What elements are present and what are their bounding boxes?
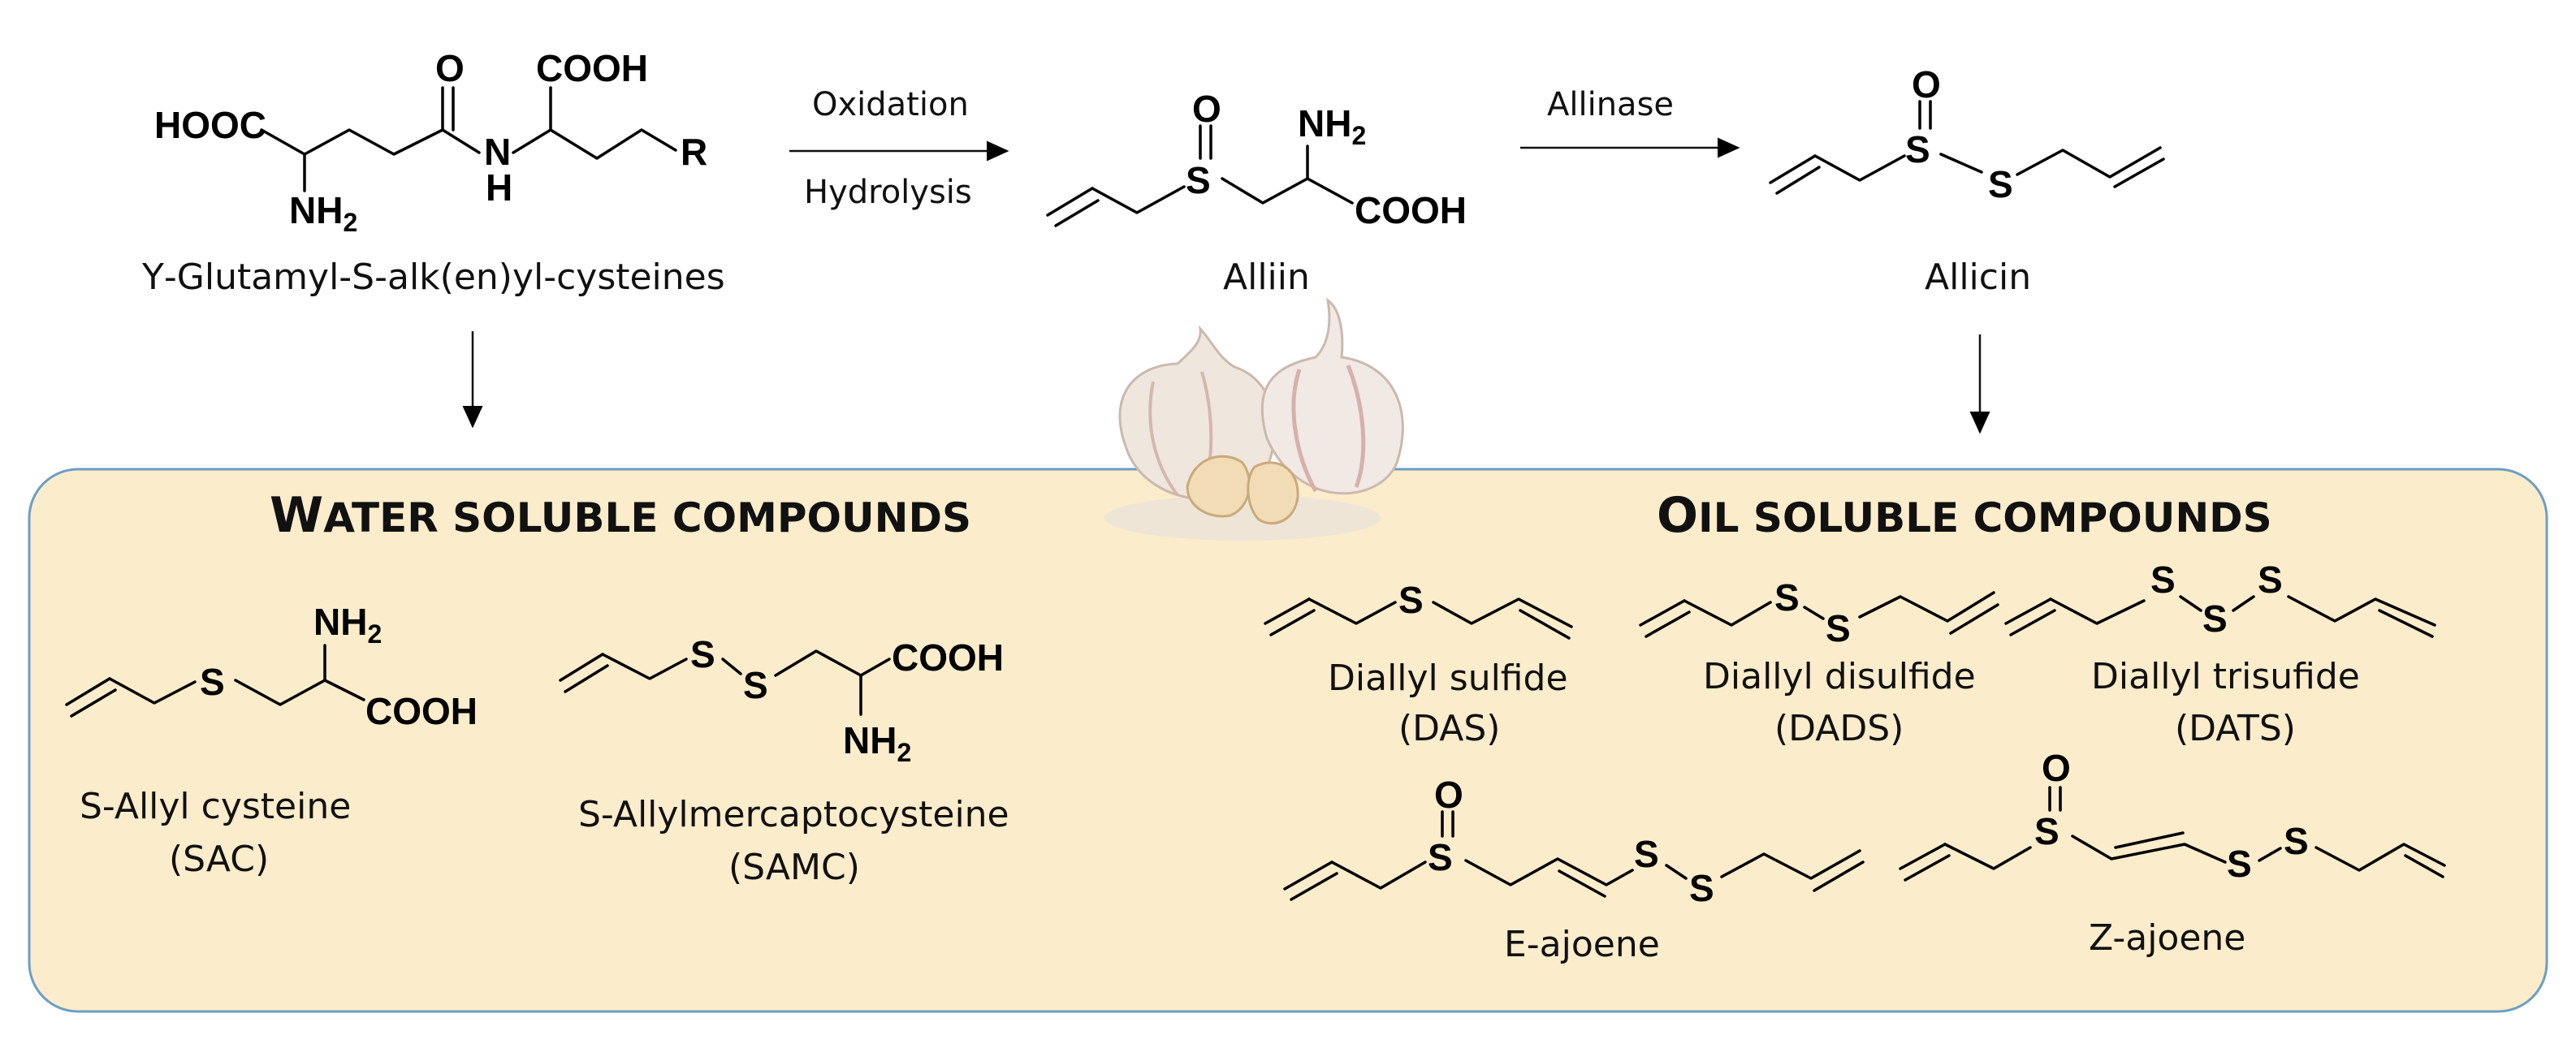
dads-atom-s1: S bbox=[1774, 576, 1800, 619]
alliin-label: Alliin bbox=[1223, 257, 1310, 298]
dads-abbr: (DADS) bbox=[1774, 708, 1904, 749]
atom-o: O bbox=[435, 47, 465, 89]
dats-atom-s1: S bbox=[2150, 559, 2176, 601]
samc-name: S-Allylmercaptocysteine bbox=[578, 794, 1009, 835]
dads-name: Diallyl disulfide bbox=[1703, 656, 1976, 697]
allicin-atom-s1: S bbox=[1905, 128, 1930, 170]
sac-atom-s: S bbox=[200, 661, 225, 703]
z-ajoene-name: Z-ajoene bbox=[2089, 917, 2245, 959]
z-ajoene-atom-s2: S bbox=[2227, 843, 2252, 885]
e-ajoene-atom-o: O bbox=[1434, 774, 1463, 816]
samc-atom-s2: S bbox=[743, 664, 768, 706]
dats-abbr: (DATS) bbox=[2175, 708, 2296, 749]
atom-hooc: HOOC bbox=[154, 104, 266, 146]
samc-abbr: (SAMC) bbox=[728, 847, 860, 888]
z-ajoene-structure: S O S S bbox=[1899, 747, 2446, 885]
z-ajoene-atom-s1: S bbox=[2034, 810, 2060, 852]
e-ajoene-name: E-ajoene bbox=[1504, 924, 1660, 965]
allinase-label: Allinase bbox=[1547, 86, 1674, 123]
garlic-image bbox=[1104, 297, 1404, 541]
das-abbr: (DAS) bbox=[1398, 708, 1500, 749]
alliin-atom-cooh: COOH bbox=[1355, 189, 1467, 231]
e-ajoene-atom-s3: S bbox=[1689, 867, 1714, 909]
z-ajoene-atom-o: O bbox=[2042, 747, 2071, 789]
samc-structure: S S COOH NH2 bbox=[559, 633, 1004, 767]
das-name: Diallyl sulfide bbox=[1328, 658, 1568, 699]
samc-atom-nh2: NH2 bbox=[843, 719, 911, 767]
sac-structure: S NH2 COOH bbox=[65, 601, 478, 732]
dats-name: Diallyl trisufide bbox=[2091, 656, 2360, 697]
atom-cooh: COOH bbox=[536, 47, 648, 89]
atom-nh2: NH2 bbox=[289, 189, 357, 237]
dats-atom-s3: S bbox=[2258, 559, 2283, 601]
e-ajoene-atom-s1: S bbox=[1428, 836, 1453, 878]
samc-atom-s1: S bbox=[690, 633, 715, 675]
das-atom-s: S bbox=[1398, 579, 1424, 621]
dads-atom-s2: S bbox=[1826, 607, 1851, 649]
allicin-atom-s2: S bbox=[1988, 163, 2013, 205]
sac-name: S-Allyl cysteine bbox=[80, 786, 351, 827]
oil-soluble-heading: OIL SOLUBLE COMPOUNDS bbox=[1657, 487, 2272, 544]
oxidation-label: Oxidation bbox=[812, 86, 969, 123]
alliin-structure: S O NH2 COOH bbox=[1046, 88, 1467, 231]
atom-h: H bbox=[486, 166, 512, 209]
alliin-atom-nh2: NH2 bbox=[1298, 102, 1366, 150]
atom-n: N bbox=[484, 131, 511, 173]
e-ajoene-structure: S O S S bbox=[1283, 774, 1865, 909]
water-soluble-heading: WATER SOLUBLE COMPOUNDS bbox=[270, 487, 971, 544]
allicin-atom-o: O bbox=[1912, 63, 1941, 106]
dats-structure: S S S bbox=[2004, 559, 2436, 640]
dads-structure: S S bbox=[1639, 576, 1999, 649]
precursor-structure: HOOC NH2 O N H COOH R bbox=[154, 47, 707, 237]
alliin-atom-o: O bbox=[1192, 88, 1221, 130]
z-ajoene-atom-s3: S bbox=[2284, 820, 2309, 862]
allicin-structure: S O S bbox=[1769, 63, 2165, 205]
sac-abbr: (SAC) bbox=[169, 839, 269, 880]
e-ajoene-atom-s2: S bbox=[1634, 833, 1659, 875]
dats-atom-s2: S bbox=[2202, 597, 2228, 640]
sac-atom-nh2: NH2 bbox=[313, 601, 382, 649]
allicin-label: Allicin bbox=[1925, 257, 2031, 298]
precursor-label: Υ-Glutamyl-S-alk(en)yl-cysteines bbox=[141, 257, 725, 298]
samc-atom-cooh: COOH bbox=[892, 636, 1004, 679]
hydrolysis-label: Hydrolysis bbox=[804, 174, 972, 211]
atom-r: R bbox=[681, 131, 707, 173]
sac-atom-cooh: COOH bbox=[365, 690, 478, 732]
das-structure: S bbox=[1264, 579, 1573, 640]
alliin-atom-s: S bbox=[1186, 159, 1211, 201]
